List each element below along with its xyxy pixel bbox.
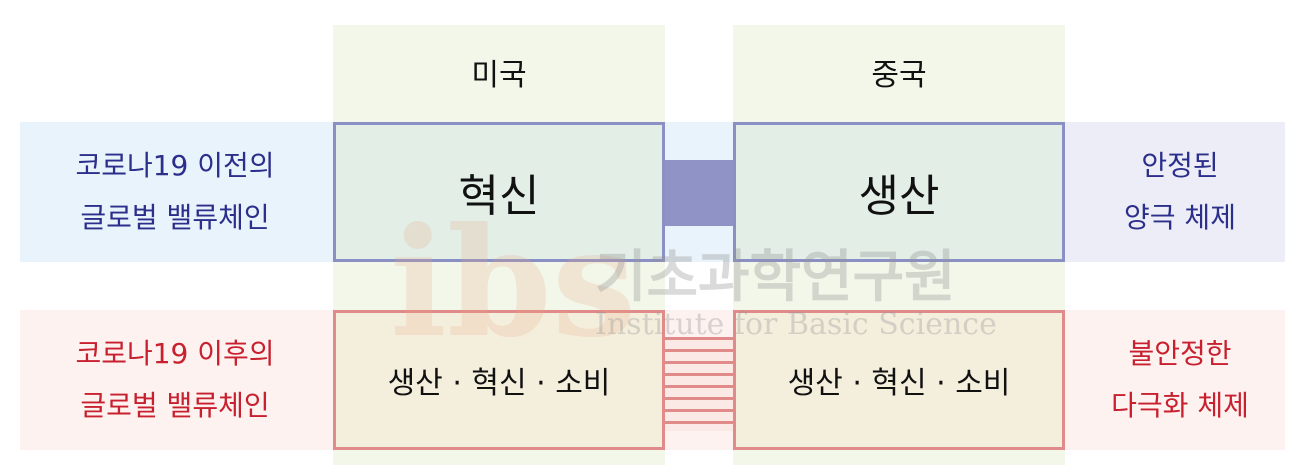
strong-link-connector	[665, 160, 733, 226]
before-right-band	[1065, 122, 1285, 262]
weak-link-connector	[665, 337, 733, 431]
label-line: 안정된	[1141, 149, 1219, 182]
china-after-box: 생산 · 혁신 · 소비	[733, 310, 1065, 450]
column-bg-overlap	[333, 262, 665, 310]
before-right-label: 안정된 양극 체제	[1075, 122, 1285, 262]
after-right-label: 불안정한 다극화 체제	[1075, 310, 1285, 450]
usa-header: 미국	[471, 58, 527, 93]
label-line: 양극 체제	[1124, 201, 1236, 234]
after-left-label: 코로나19 이후의 글로벌 밸류체인	[30, 310, 320, 450]
before-left-label: 코로나19 이전의 글로벌 밸류체인	[30, 122, 320, 262]
china-before-box: 생산	[733, 122, 1065, 262]
label-line: 불안정한	[1128, 337, 1232, 370]
usa-before-box: 혁신	[333, 122, 665, 262]
label-line: 글로벌 밸류체인	[80, 201, 270, 234]
column-bg-overlap	[733, 262, 1065, 310]
china-header: 중국	[871, 58, 927, 93]
label-line: 다극화 체제	[1111, 389, 1249, 422]
label-line: 글로벌 밸류체인	[80, 389, 270, 422]
label-line: 코로나19 이전의	[75, 149, 275, 182]
usa-after-box: 생산 · 혁신 · 소비	[333, 310, 665, 450]
label-line: 코로나19 이후의	[75, 337, 275, 370]
